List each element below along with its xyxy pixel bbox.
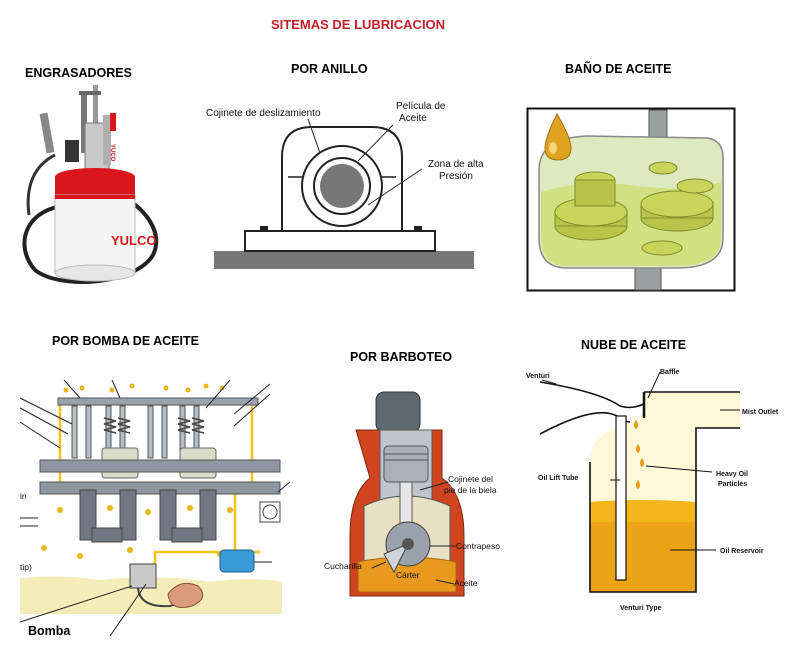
oil-mist-venturi-diagram: Venturi Baffle Mist Outlet Oil Lift Tube… (526, 369, 779, 612)
label-contrapeso: Contrapeso (456, 541, 500, 551)
label-in: in (20, 491, 27, 501)
label-cojinete-2: pie de la biela (444, 485, 497, 495)
label-venturi: Venturi (526, 373, 550, 380)
label-pelicula-1: Película de (396, 101, 446, 112)
heading-bano-de-aceite: BAÑO DE ACEITE (565, 62, 672, 76)
ring-bearing-diagram: Cojinete de deslizamiento Película de Ac… (206, 101, 484, 269)
splash-lubrication-diagram: Cojinete del pie de la biela Contrapeso … (324, 391, 500, 597)
page-title: SITEMAS DE LUBRICACION (271, 17, 446, 32)
brand-small-text: YUCO (109, 144, 115, 162)
label-zona-1: Zona de alta (428, 159, 484, 170)
grease-pump-illustration: YULCO YUCO (22, 85, 159, 284)
heading-por-anillo: POR ANILLO (291, 62, 368, 76)
label-bomba: Bomba (28, 624, 71, 638)
heading-por-bomba-de-aceite: POR BOMBA DE ACEITE (52, 334, 199, 348)
label-venturi-type: Venturi Type (620, 605, 662, 612)
label-cojinete: Cojinete de deslizamiento (206, 108, 321, 119)
heading-nube-de-aceite: NUBE DE ACEITE (581, 338, 687, 352)
label-cojinete-1: Cojinete del (448, 474, 493, 484)
label-carter: Cárter (396, 570, 420, 580)
pump-lubrication-diagram: in tip) (19, 379, 291, 637)
label-aceite: Aceite (454, 578, 478, 588)
label-oil-reservoir: Oil Reservoir (720, 548, 764, 555)
brand-text: YULCO (111, 233, 157, 248)
label-pelicula-2: Aceite (399, 113, 427, 124)
label-mist-outlet: Mist Outlet (742, 409, 779, 416)
label-baffle: Baffle (660, 369, 680, 376)
label-zona-2: Presión (439, 171, 473, 182)
label-oil-lift-tube: Oil Lift Tube (538, 475, 578, 482)
label-heavy-oil-2: Particles (718, 481, 747, 488)
oil-bath-gearbox-illustration (526, 107, 736, 292)
label-tip: tip) (20, 562, 32, 572)
label-cucharilla: Cucharilla (324, 561, 362, 571)
heading-engrasadores: ENGRASADORES (25, 66, 132, 80)
heading-por-barboteo: POR BARBOTEO (350, 350, 453, 364)
label-heavy-oil-1: Heavy Oil (716, 471, 748, 478)
